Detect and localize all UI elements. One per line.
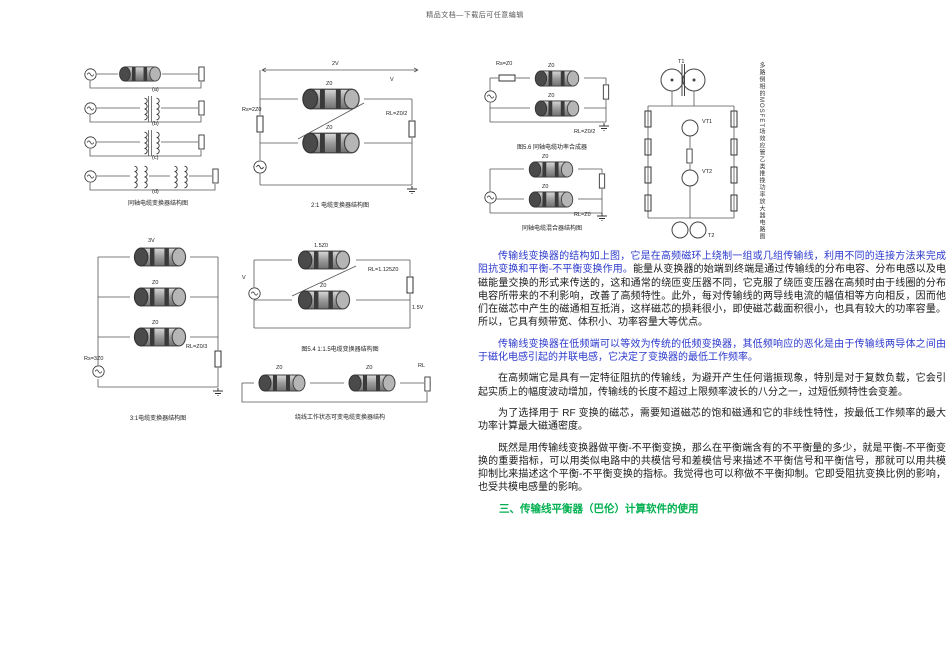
1to1p5-cable-transformer-schematic	[248, 250, 414, 329]
figure-coax-transformer-structures: 同轴电缆变换器结构图 (a) (b) (c) (d)	[82, 58, 234, 207]
paragraphs: 传输线变换器的结构如上图，它是在高频磁环上绕制一组或几组传输线，利用不同的连接方…	[478, 250, 946, 495]
figure-label: Z0	[320, 283, 327, 289]
figure-label: Z0	[542, 184, 549, 190]
figure-label: V	[242, 275, 246, 281]
figure-label: Z0	[548, 63, 555, 69]
figure-caption: 绕线工作状态可变电缆变换器结构	[294, 415, 385, 421]
figure-label: Z0	[326, 125, 333, 131]
figure-label: Z0	[276, 365, 283, 371]
paragraph: 在高频端它是具有一定特征阻抗的传输线，为避开产生任何谐振现象，特别是对于复数负载…	[478, 372, 946, 399]
paragraph-segment: 能量从变换器的始端到终端是通过传输线的分布电容、分布电感以及电磁能量交换的形式来…	[478, 264, 946, 329]
paragraph: 传输线变换器在低频端可以等效为传统的低频变换器，其低频响应的恶化是由于传输线两导…	[478, 338, 946, 365]
figure-label: VT2	[702, 169, 713, 175]
paragraph: 传输线变换器的结构如上图，它是在高频磁环上绕制一组或几组传输线，利用不同的连接方…	[478, 250, 946, 330]
paragraph-segment: 在高频端它是具有一定特征阻抗的传输线，为避开产生任何谐振现象，特别是对于复数负载…	[478, 373, 946, 398]
figure-label: Z0	[152, 280, 159, 286]
figure-label: VT1	[702, 119, 713, 125]
3to1-cable-transformer-schematic	[92, 247, 224, 396]
figure-label: Rs=3Z0	[84, 356, 104, 362]
figure-caption: 3:1电缆变换器结构图	[129, 416, 187, 422]
figure-label: RL=Z0/3	[186, 344, 208, 350]
paragraph: 既然是用传输线变换器做平衡-不平衡变换，那么在平衡端含有的不平衡量的多少，就是平…	[478, 442, 946, 495]
figure-label: (c)	[152, 155, 159, 161]
figure-label: 2V	[332, 61, 339, 67]
paragraph-segment: 既然是用传输线变换器做平衡-不平衡变换，那么在平衡端含有的不平衡量的多少，就是平…	[478, 442, 946, 494]
figure-label: (b)	[152, 121, 159, 127]
figure-label: T1	[678, 59, 685, 65]
figure-caption: 同轴电缆变换器结构图	[127, 201, 188, 207]
figure-label: (a)	[152, 87, 159, 93]
pushpull-amplifier-schematic	[644, 64, 738, 239]
body-text-column: 传输线变换器的结构如上图，它是在高频磁环上绕制一组或几组传输线，利用不同的连接方…	[478, 250, 946, 524]
coax-transformer-schematic	[84, 66, 219, 191]
figure-variable-cable-transformer: 绕线工作状态可变电缆变换器结构 Z0 Z0 RL	[240, 360, 440, 421]
header-watermark: 精品文档—下载后可任意编辑	[426, 12, 524, 19]
figure-label: 3V	[148, 238, 155, 244]
figure-label: Z0	[366, 365, 373, 371]
paragraph-segment: 为了选择用于 RF 变换的磁芯，需要知道磁芯的饱和磁通和它的非线性特性，按最低工…	[478, 407, 946, 433]
figure-label: Rs=2Z0	[242, 107, 262, 113]
figure-caption: 2:1 电缆变换器结构图	[310, 203, 369, 209]
coax-hybrid-schematic	[484, 161, 608, 221]
figure-label: Rs=Z0	[496, 61, 513, 67]
figure-label: Z0	[152, 320, 159, 326]
figure-label: V	[390, 77, 394, 83]
variable-cable-transformer-schematic	[241, 374, 431, 403]
figure-side-caption: 多路倒相的MOSFET场效应管乙类推挽功率放大器电路图	[758, 62, 764, 240]
coax-power-combiner-schematic	[484, 70, 610, 131]
figure-label: T2	[708, 233, 715, 239]
figure-label: RL=Z0/2	[386, 111, 408, 117]
figure-label: (d)	[152, 189, 159, 195]
paragraph-segment: 传输线变换器的结构如上图，它是在高频磁环上绕制一组或几组传输线，利用不同的连接方…	[478, 251, 946, 276]
figure-label: 1.5V	[412, 305, 424, 311]
figure-caption: 图5.4 1:1.5电缆变换器结构图	[301, 347, 379, 353]
figure-label: Z0	[548, 93, 555, 99]
figure-caption: 同轴电缆混合器结构图	[521, 226, 582, 232]
figure-label: RL	[418, 363, 426, 369]
section-heading: 三、传输线平衡器（巴伦）计算软件的使用	[499, 502, 699, 515]
figure-label: RL=Z0/2	[574, 129, 596, 135]
figure-label: Z0	[542, 154, 549, 160]
figure-label: Z0	[326, 81, 333, 87]
figure-label: 1.5Z0	[314, 243, 329, 249]
figure-caption: 图5.6 同轴电缆功率合成器	[516, 145, 587, 151]
2to1-cable-transformer-schematic	[253, 67, 419, 194]
paragraph: 为了选择用于 RF 变换的磁芯，需要知道磁芯的饱和磁通和它的非线性特性，按最低工…	[478, 407, 946, 434]
figure-label: RL=1.125Z0	[368, 267, 399, 273]
paragraph-segment: 传输线变换器在低频端可以等效为传统的低频变换器，其低频响应的恶化是由于传输线两导…	[478, 338, 946, 364]
figure-label: RL=Z0	[574, 212, 591, 218]
